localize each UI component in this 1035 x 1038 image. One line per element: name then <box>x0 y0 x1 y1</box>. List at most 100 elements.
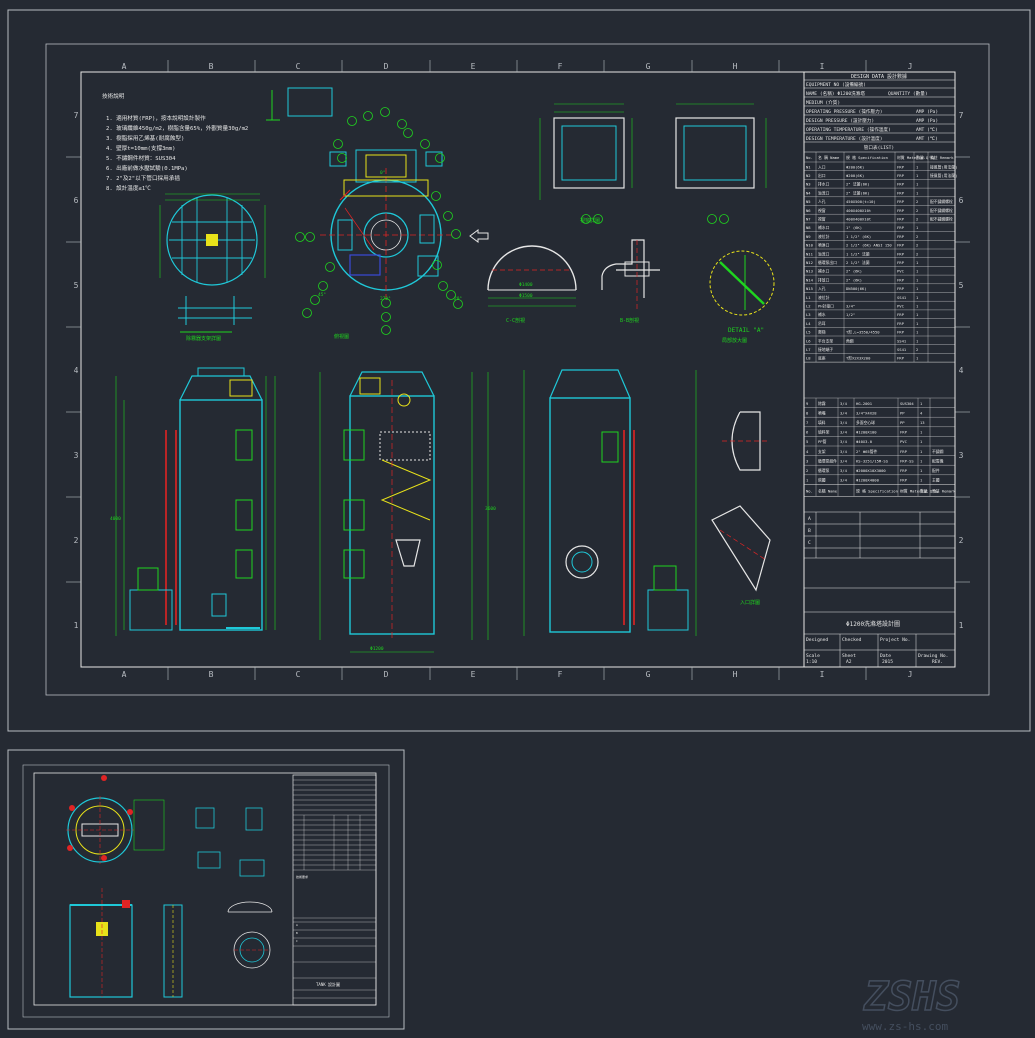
nozzle-cell: N4 <box>806 190 811 195</box>
nozzle-cell: FRP <box>897 208 905 213</box>
note-item: 7. 2"及2"以下管口採用承插 <box>106 174 180 182</box>
sheet1-border-frame <box>45 43 990 696</box>
sheet1-grid-numbers-right: 7 6 5 4 3 2 1 <box>959 111 964 630</box>
sheet2-plan-view <box>66 775 165 864</box>
part-header: 材質 Material <box>900 488 928 493</box>
nozzle-cell: 1 <box>916 225 919 230</box>
dimension-text: 45° <box>318 292 326 298</box>
nozzle-cell: 1 <box>916 356 919 361</box>
dome-section <box>487 245 577 307</box>
grid-row-label: 2 <box>74 536 79 545</box>
part-cell: 1 <box>920 468 923 473</box>
nozzle-header: 數量 Q'ty <box>916 155 936 160</box>
nozzle-cell: 入口 <box>818 164 826 169</box>
nozzle-cell: 1 <box>916 277 919 282</box>
nozzle-cell: N11 <box>806 251 814 256</box>
nozzle-cell: 底座 <box>818 356 826 361</box>
nozzle-cell: 2" 法蘭(6K) <box>846 182 870 187</box>
nozzle-cell: 排放口 <box>818 277 830 282</box>
sheet2-title: TANK 設計圖 <box>316 981 340 987</box>
nozzle-cell: SS41 <box>897 347 907 352</box>
nozzle-cell: PVC <box>897 269 904 274</box>
part-cell: 噴嘴 <box>818 410 826 415</box>
nozzle-cell: 2 <box>916 217 918 222</box>
nozzle-cell: 平台支架 <box>818 338 833 343</box>
sheet2-tank-elevation <box>69 888 183 998</box>
nozzle-cell: FRP <box>897 217 905 222</box>
part-cell: 塔體 <box>818 478 826 483</box>
nozzle-cell: 1 <box>916 173 919 178</box>
part-cell: 2" Φ65管件 <box>856 449 878 454</box>
design-row-label: EQUIPMENT NO (設備編號) <box>806 81 866 88</box>
nozzle-cell: 1 <box>916 286 919 291</box>
section-labels: 俯視圖 C-C剖視 B-B剖視 視窗詳圖 <box>334 217 639 340</box>
part-cell: 1 <box>920 401 923 406</box>
view-label: 除霧器支架詳圖 <box>186 335 221 342</box>
nozzle-cell: 2" (6K) <box>846 269 862 274</box>
sheet1-grid-letters-bottom: A B C D E F G H I J <box>122 670 913 679</box>
drawing-title: Φ1200洗滌塔設計圖 <box>846 620 900 628</box>
part-cell: 3/4 <box>840 458 848 463</box>
design-data-title: DESIGN DATA 設計數據 <box>851 73 907 80</box>
part-cell: 4 <box>806 449 809 454</box>
nozzle-cell: 1 <box>916 312 919 317</box>
part-cell: 不鏽鋼 <box>932 449 944 454</box>
nozzle-cell: N3 <box>806 182 811 187</box>
design-row-label: OPERATING PRESSURE (操作壓力) <box>806 108 882 115</box>
nozzle-cell: N6 <box>806 208 811 213</box>
nozzle-cell: 配不鏽鋼螺栓 <box>930 199 953 204</box>
nozzle-cell: 1 <box>916 182 919 187</box>
titleblock-label: Date <box>880 653 891 659</box>
grid-col-label: D <box>384 62 389 71</box>
nozzle-cell: 1 <box>916 269 919 274</box>
part-cell: Φ2000X10X3000 <box>856 468 886 473</box>
nozzle-cell: 補水口 <box>818 269 830 274</box>
grid-col-label: E <box>471 670 476 679</box>
nozzle-cell: 視窗 <box>818 217 826 222</box>
nozzle-cell: FRP <box>897 190 905 195</box>
nozzle-cell: T形X2X3X200 <box>846 356 871 361</box>
detail-a-label: DETAIL "A" <box>728 327 764 334</box>
part-cell: 填料架 <box>818 430 830 435</box>
dimension-text: Φ1500 <box>519 293 533 299</box>
sheet2-table: 技術要求 A B C TANK 設計圖 <box>292 774 377 1006</box>
nozzle-cell: 爬梯 <box>818 330 826 335</box>
nozzle-cell: 2 <box>916 199 918 204</box>
grid-row-label: 7 <box>959 111 964 120</box>
nozzle-cell: 人孔 <box>818 199 826 204</box>
nozzle-cell: 2 <box>916 208 918 213</box>
watermark-logo-text: ZSHS <box>863 974 960 1020</box>
grid-col-label: C <box>296 62 301 71</box>
grid-row-label: 2 <box>959 536 964 545</box>
part-cell: PP管 <box>818 439 827 444</box>
notes-title: 技術說明 <box>102 92 125 100</box>
grid-col-label: F <box>558 62 563 71</box>
part-cell: 循環泵 <box>818 468 830 473</box>
nozzle-cell: 接風管(用法蘭) <box>930 164 957 169</box>
part-cell: 循環泵組件 <box>818 458 837 463</box>
part-cell: FRP-SS <box>900 458 914 463</box>
nozzle-cell: N10 <box>806 243 814 248</box>
nozzle-cell: 1 1/2" 法蘭 <box>846 251 870 256</box>
nozzle-cell: FRP <box>897 199 905 204</box>
titleblock-label: Checked <box>842 637 862 643</box>
nozzle-cell: 450X500(t=10) <box>846 199 876 204</box>
nozzle-cell: FRP <box>897 321 905 326</box>
detail-a-circle <box>709 250 775 316</box>
nozzle-cell: 2 <box>916 234 918 239</box>
nozzle-cell: 補水 <box>818 312 826 317</box>
part-cell: 7 <box>806 420 808 425</box>
grid-row-label: 1 <box>74 621 79 630</box>
nozzle-cell: N7 <box>806 217 811 222</box>
sheet1-outer-frame <box>7 9 1031 732</box>
part-header: 備註 Remark <box>932 488 956 493</box>
design-row-label: DESIGN PRESSURE (設計壓力) <box>806 117 874 124</box>
grid-row-label: 3 <box>959 451 964 460</box>
inlet-arrow-icon <box>469 229 489 243</box>
dimension-labels: Φ1200 Φ1400 Φ1500 4000 3600 20° 45° 270°… <box>110 170 533 652</box>
nozzle-cell: 3/4" <box>846 304 855 309</box>
tower-plan-view <box>320 149 452 300</box>
window-detail-right <box>675 103 767 189</box>
